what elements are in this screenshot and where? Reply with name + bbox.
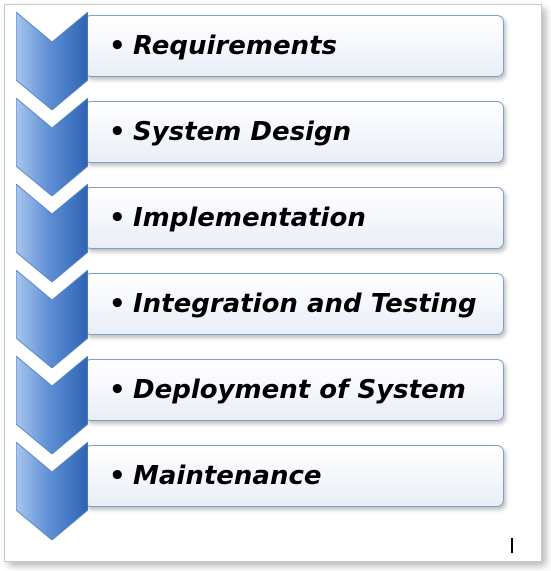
step-integration-and-testing: •Integration and Testing xyxy=(0,270,551,368)
step-text: System Design xyxy=(133,117,352,147)
step-deployment-of-system: •Deployment of System xyxy=(0,356,551,454)
bullet-icon: • xyxy=(109,461,126,491)
step-label: •Integration and Testing xyxy=(109,274,477,334)
step-label: •Requirements xyxy=(109,16,337,76)
chevron-arrow-icon xyxy=(16,270,88,368)
chevron-arrow-icon xyxy=(16,98,88,196)
step-system-design: •System Design xyxy=(0,98,551,196)
bullet-icon: • xyxy=(109,203,126,233)
step-text: Requirements xyxy=(133,31,337,61)
chevron-arrow-icon xyxy=(16,356,88,454)
bullet-icon: • xyxy=(109,117,126,147)
step-text: Integration and Testing xyxy=(133,289,477,319)
step-box: •Deployment of System xyxy=(84,359,504,421)
text-cursor-icon xyxy=(511,538,513,553)
step-label: •Deployment of System xyxy=(109,360,466,420)
step-text: Implementation xyxy=(133,203,366,233)
step-label: •Maintenance xyxy=(109,446,322,506)
step-requirements: •Requirements xyxy=(0,12,551,110)
step-implementation: •Implementation xyxy=(0,184,551,282)
step-box: •Requirements xyxy=(84,15,504,77)
chevron-arrow-icon xyxy=(16,184,88,282)
chevron-arrow-icon xyxy=(16,12,88,110)
chevron-arrow-icon xyxy=(16,442,88,540)
step-text: Maintenance xyxy=(133,461,322,491)
step-label: •Implementation xyxy=(109,188,366,248)
step-maintenance: •Maintenance xyxy=(0,442,551,540)
bullet-icon: • xyxy=(109,375,126,405)
step-box: •Integration and Testing xyxy=(84,273,504,335)
step-box: •Implementation xyxy=(84,187,504,249)
step-box: •Maintenance xyxy=(84,445,504,507)
bullet-icon: • xyxy=(109,31,126,61)
step-text: Deployment of System xyxy=(133,375,466,405)
step-box: •System Design xyxy=(84,101,504,163)
bullet-icon: • xyxy=(109,289,126,319)
step-label: •System Design xyxy=(109,102,351,162)
